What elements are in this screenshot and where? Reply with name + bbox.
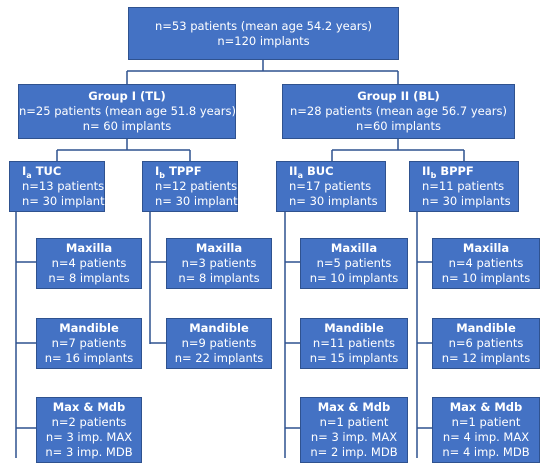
leaf-patients: n=5 patients [316, 256, 392, 270]
leaf-patients: n=9 patients [181, 336, 257, 350]
root-patients: n=53 patients (mean age 54.2 years) [154, 18, 372, 33]
subgroup-ib-patients: n=12 patients [155, 179, 238, 193]
subgroup-ib-title: Ib TPPF [155, 164, 202, 180]
leaf-title: Max & Mdb [317, 400, 391, 414]
leaf-mandible-iib: Mandible n=6 patients n= 12 implants [432, 318, 540, 369]
group-2-implants: n=60 implants [356, 119, 441, 133]
subgroup-iia-implants: n= 30 implants [289, 194, 378, 208]
group-1-patients: n=25 patients (mean age 51.8 years) [19, 104, 237, 118]
leaf-implants-max: n= 3 imp. MAX [45, 430, 133, 444]
leaf-title: Max & Mdb [52, 400, 126, 414]
leaf-title: Mandible [59, 321, 119, 335]
leaf-title: Maxilla [195, 241, 243, 255]
subgroup-ia-patients: n=13 patients [22, 179, 105, 193]
leaf-maxilla-iib: Maxilla n=4 patients n= 10 implants [432, 238, 540, 289]
root-box: n=53 patients (mean age 54.2 years) n=12… [128, 7, 399, 60]
leaf-maxilla-ib: Maxilla n=3 patients n= 8 implants [166, 238, 272, 289]
leaf-patients: n=1 patient [451, 415, 521, 429]
leaf-maxilla-iia: Maxilla n=5 patients n= 10 implants [300, 238, 408, 289]
subgroup-ia-title: Ia TUC [22, 164, 62, 180]
subgroup-ia-implants: n= 30 implants [22, 194, 111, 208]
leaf-implants-max: n= 4 imp. MAX [442, 430, 530, 444]
leaf-implants: n= 12 implants [441, 351, 531, 365]
leaf-title: Max & Mdb [449, 400, 523, 414]
group-1-implants: n= 60 implants [82, 119, 172, 133]
group-2-patients: n=28 patients (mean age 56.7 years) [289, 104, 507, 118]
leaf-title: Mandible [324, 321, 384, 335]
root-implants: n=120 implants [217, 33, 310, 48]
leaf-implants: n= 22 implants [174, 351, 264, 365]
leaf-implants: n= 16 implants [44, 351, 134, 365]
leaf-implants-max: n= 3 imp. MAX [310, 430, 398, 444]
leaf-title: Maxilla [330, 241, 378, 255]
subgroup-iib-implants: n= 30 implants [422, 194, 511, 208]
group-1-title: Group I (TL) [88, 89, 166, 103]
leaf-implants: n= 8 implants [48, 271, 130, 285]
subgroup-iia-title: IIa BUC [289, 164, 334, 180]
leaf-implants-mdb: n= 3 imp. MDB [45, 445, 133, 459]
leaf-patients: n=2 patients [51, 415, 127, 429]
leaf-patients: n=7 patients [51, 336, 127, 350]
subgroup-ia-tuc: Ia TUC n=13 patients n= 30 implants [9, 161, 111, 212]
subgroup-iib-bppf: IIb BPPF n=11 patients n= 30 implants [409, 161, 519, 212]
leaf-patients: n=6 patients [448, 336, 524, 350]
subgroup-iia-patients: n=17 patients [289, 179, 372, 193]
leaf-title: Mandible [456, 321, 516, 335]
subgroup-iia-buc: IIa BUC n=17 patients n= 30 implants [276, 161, 386, 212]
leaf-title: Maxilla [65, 241, 113, 255]
leaf-patients: n=1 patient [319, 415, 389, 429]
leaf-title: Mandible [189, 321, 249, 335]
group-2-box: Group II (BL) n=28 patients (mean age 56… [282, 84, 515, 139]
leaf-mandible-iia: Mandible n=11 patients n= 15 implants [300, 318, 408, 369]
subgroup-iib-title: IIb BPPF [422, 164, 474, 180]
subgroup-iib-patients: n=11 patients [422, 179, 505, 193]
leaf-implants: n= 8 implants [178, 271, 260, 285]
leaf-implants: n= 10 implants [441, 271, 531, 285]
leaf-patients: n=3 patients [181, 256, 257, 270]
leaf-implants: n= 10 implants [309, 271, 399, 285]
leaf-maxmdb-iia: Max & Mdb n=1 patient n= 3 imp. MAX n= 2… [300, 397, 408, 463]
group-1-box: Group I (TL) n=25 patients (mean age 51.… [18, 84, 236, 139]
leaf-maxilla-ia: Maxilla n=4 patients n= 8 implants [36, 238, 142, 289]
leaf-maxmdb-ia: Max & Mdb n=2 patients n= 3 imp. MAX n= … [36, 397, 142, 463]
leaf-patients: n=4 patients [51, 256, 127, 270]
leaf-mandible-ib: Mandible n=9 patients n= 22 implants [166, 318, 272, 369]
leaf-implants-mdb: n= 4 imp. MDB [442, 445, 530, 459]
leaf-patients: n=4 patients [448, 256, 524, 270]
leaf-title: Maxilla [462, 241, 510, 255]
leaf-implants-mdb: n= 2 imp. MDB [310, 445, 398, 459]
leaf-mandible-ia: Mandible n=7 patients n= 16 implants [36, 318, 142, 369]
group-2-title: Group II (BL) [357, 89, 440, 103]
subgroup-ib-implants: n= 30 implants [155, 194, 244, 208]
leaf-maxmdb-iib: Max & Mdb n=1 patient n= 4 imp. MAX n= 4… [432, 397, 540, 463]
subgroup-ib-tppf: Ib TPPF n=12 patients n= 30 implants [142, 161, 244, 212]
leaf-implants: n= 15 implants [309, 351, 399, 365]
leaf-patients: n=11 patients [312, 336, 396, 350]
